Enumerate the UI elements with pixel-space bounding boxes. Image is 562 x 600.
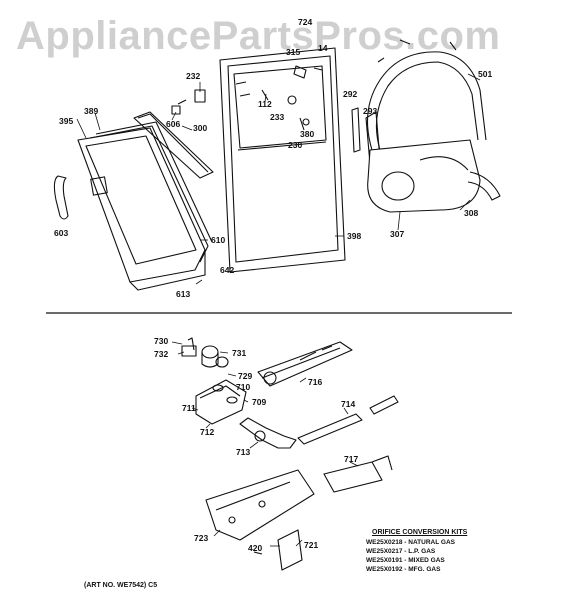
base-plate [205, 469, 315, 541]
callout-307: 307 [390, 229, 405, 239]
callout-112: 112 [258, 99, 272, 109]
callout-732: 732 [154, 349, 169, 359]
door-assembly [77, 121, 213, 291]
callout-293: 293 [363, 106, 378, 116]
kit-row: WE25X0192 - MFG. GAS [366, 566, 441, 573]
callout-714: 714 [341, 399, 356, 409]
callout-308: 308 [464, 208, 479, 218]
callout-731: 731 [232, 348, 247, 358]
callout-717: 717 [344, 454, 359, 464]
blower-housing [367, 139, 481, 213]
callout-380: 380 [300, 129, 315, 139]
callout-730: 730 [154, 336, 169, 346]
front-panel [219, 47, 346, 273]
callout-711: 711 [182, 403, 196, 413]
callout-713: 713 [236, 447, 251, 457]
callout-613: 613 [176, 289, 191, 299]
callout-712: 712 [200, 427, 215, 437]
gas-valve [195, 379, 247, 425]
callout-230: 230 [288, 140, 303, 150]
igniter-bracket [323, 455, 393, 493]
callout-233: 233 [270, 112, 285, 122]
gas-tube [297, 395, 399, 445]
door-gasket [133, 111, 214, 179]
manifold-pipe [239, 417, 297, 449]
kits-title: ORIFICE CONVERSION KITS [372, 529, 468, 536]
hinge-parts [171, 89, 206, 115]
mounting-bracket [253, 529, 303, 571]
callout-721: 721 [304, 540, 319, 550]
callout-395: 395 [59, 116, 74, 126]
callout-642: 642 [220, 265, 235, 275]
door-handle [53, 175, 69, 220]
valve-coil-parts [181, 337, 229, 368]
kit-row: WE25X0218 - NATURAL GAS [366, 539, 455, 546]
callout-501: 501 [478, 69, 493, 79]
callout-606: 606 [166, 119, 181, 129]
callout-710: 710 [236, 382, 251, 392]
leader-lines [76, 73, 481, 547]
callout-232: 232 [186, 71, 201, 81]
callout-389: 389 [84, 106, 99, 116]
kit-row: WE25X0217 - L.P. GAS [366, 548, 436, 555]
callout-610: 610 [211, 235, 226, 245]
callout-420: 420 [248, 543, 263, 553]
callout-603: 603 [54, 228, 69, 238]
kit-row: WE25X0191 - MIXED GAS [366, 557, 445, 564]
callout-724: 724 [298, 17, 313, 27]
callout-292: 292 [343, 89, 358, 99]
drum-support-ring [367, 39, 487, 151]
callout-398: 398 [347, 231, 362, 241]
callout-300: 300 [193, 123, 208, 133]
art-number: (ART NO. WE7542) C5 [84, 582, 158, 589]
small-clips [293, 65, 323, 79]
callout-14: 14 [318, 43, 328, 53]
exhaust-duct [467, 171, 501, 201]
callout-315: 315 [286, 47, 301, 57]
callout-723: 723 [194, 533, 209, 543]
watermark: AppliancePartsPros.com [16, 14, 501, 58]
burner-assembly [257, 341, 353, 387]
callout-729: 729 [238, 371, 253, 381]
callout-716: 716 [308, 377, 323, 387]
callout-709: 709 [252, 397, 267, 407]
